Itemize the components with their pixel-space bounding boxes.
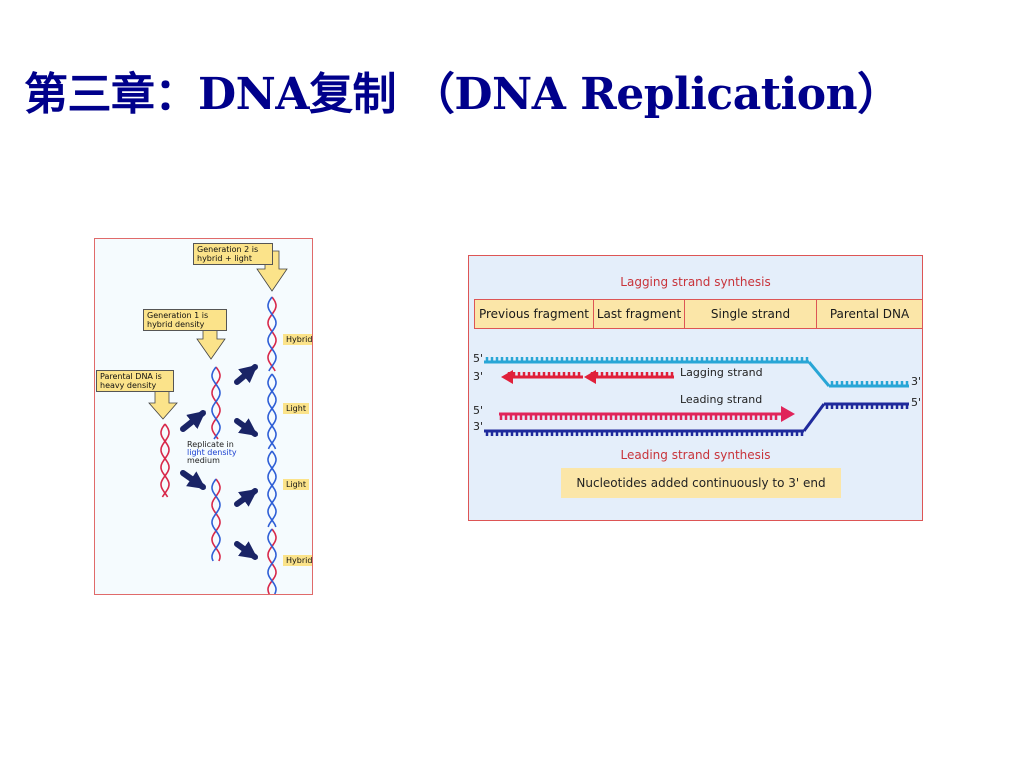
dna-strand [211,478,221,562]
arrow-icon [234,488,258,507]
dna-strand [267,373,277,450]
dna-strand [267,373,277,450]
callout-generation-1: Generation 1 is hybrid density [143,309,227,331]
segment-legend: Previous fragment Last fragment Single s… [474,299,922,329]
fork-branch [802,403,826,432]
replication-generations-drawing [148,250,288,594]
fragment-arrowhead [501,370,513,384]
leading-arrowhead [781,406,795,422]
dna-strand [267,296,277,372]
dna-strand [160,423,170,498]
end-label-bottom-5: 5' [473,404,484,417]
meselson-stahl-figure: Generation 2 is hybrid + light Generatio… [94,238,313,595]
slide-title: 第三章：DNA复制 （DNA Replication） [24,69,901,120]
replication-fork-drawing [484,357,909,436]
dna-strand [211,478,221,562]
segment-previous-fragment: Previous fragment [475,300,594,328]
end-label-right-5: 5' [911,396,922,409]
end-label-top-3: 3' [473,370,484,383]
dna-strand [267,528,277,594]
dna-strand [211,366,221,440]
density-tag: Light [283,479,309,490]
replicate-label: Replicate in light density medium [187,441,237,465]
density-tag: Light [283,403,309,414]
dna-strand [267,450,277,528]
dna-strand [267,296,277,372]
callout-generation-2: Generation 2 is hybrid + light [193,243,273,265]
arrow-icon [180,410,206,432]
leading-strand-label: Leading strand [680,393,763,406]
lagging-strand-label: Lagging strand [680,366,763,379]
density-tag: Hybrid [283,334,312,345]
callout-pointer-gen2 [256,250,288,292]
replicate-line-2: light density [187,448,237,457]
fragment-arrowhead [584,370,596,384]
segment-last-fragment: Last fragment [594,300,685,328]
end-label-bottom-3: 3' [473,420,484,433]
dna-strand [267,450,277,528]
end-label-top-5: 5' [473,352,484,365]
dna-strand [267,528,277,594]
replicate-line-3: medium [187,456,220,465]
arrow-icon [234,364,258,385]
segment-parental-dna: Parental DNA [829,307,910,321]
arrow-icon [234,541,258,560]
segment-single-strand: Single strand [685,300,817,328]
dna-strand [211,366,221,440]
arrow-icon [180,470,206,490]
arrow-icon [234,418,258,437]
end-label-right-3: 3' [911,375,922,388]
fork-branch [807,361,831,387]
nucleotides-note: Nucleotides added continuously to 3' end [561,468,841,498]
replicate-line-1: Replicate in [187,440,234,449]
leading-synthesis-title: Leading strand synthesis [620,448,771,462]
dna-strand [160,423,170,498]
callout-pointer-parental [148,388,178,420]
replication-fork-figure: Lagging strand synthesis Previous fragme… [468,255,923,521]
density-tag: Hybrid [283,555,312,566]
callout-parental-dna: Parental DNA is heavy density [96,370,174,392]
lagging-synthesis-title: Lagging strand synthesis [620,275,771,289]
